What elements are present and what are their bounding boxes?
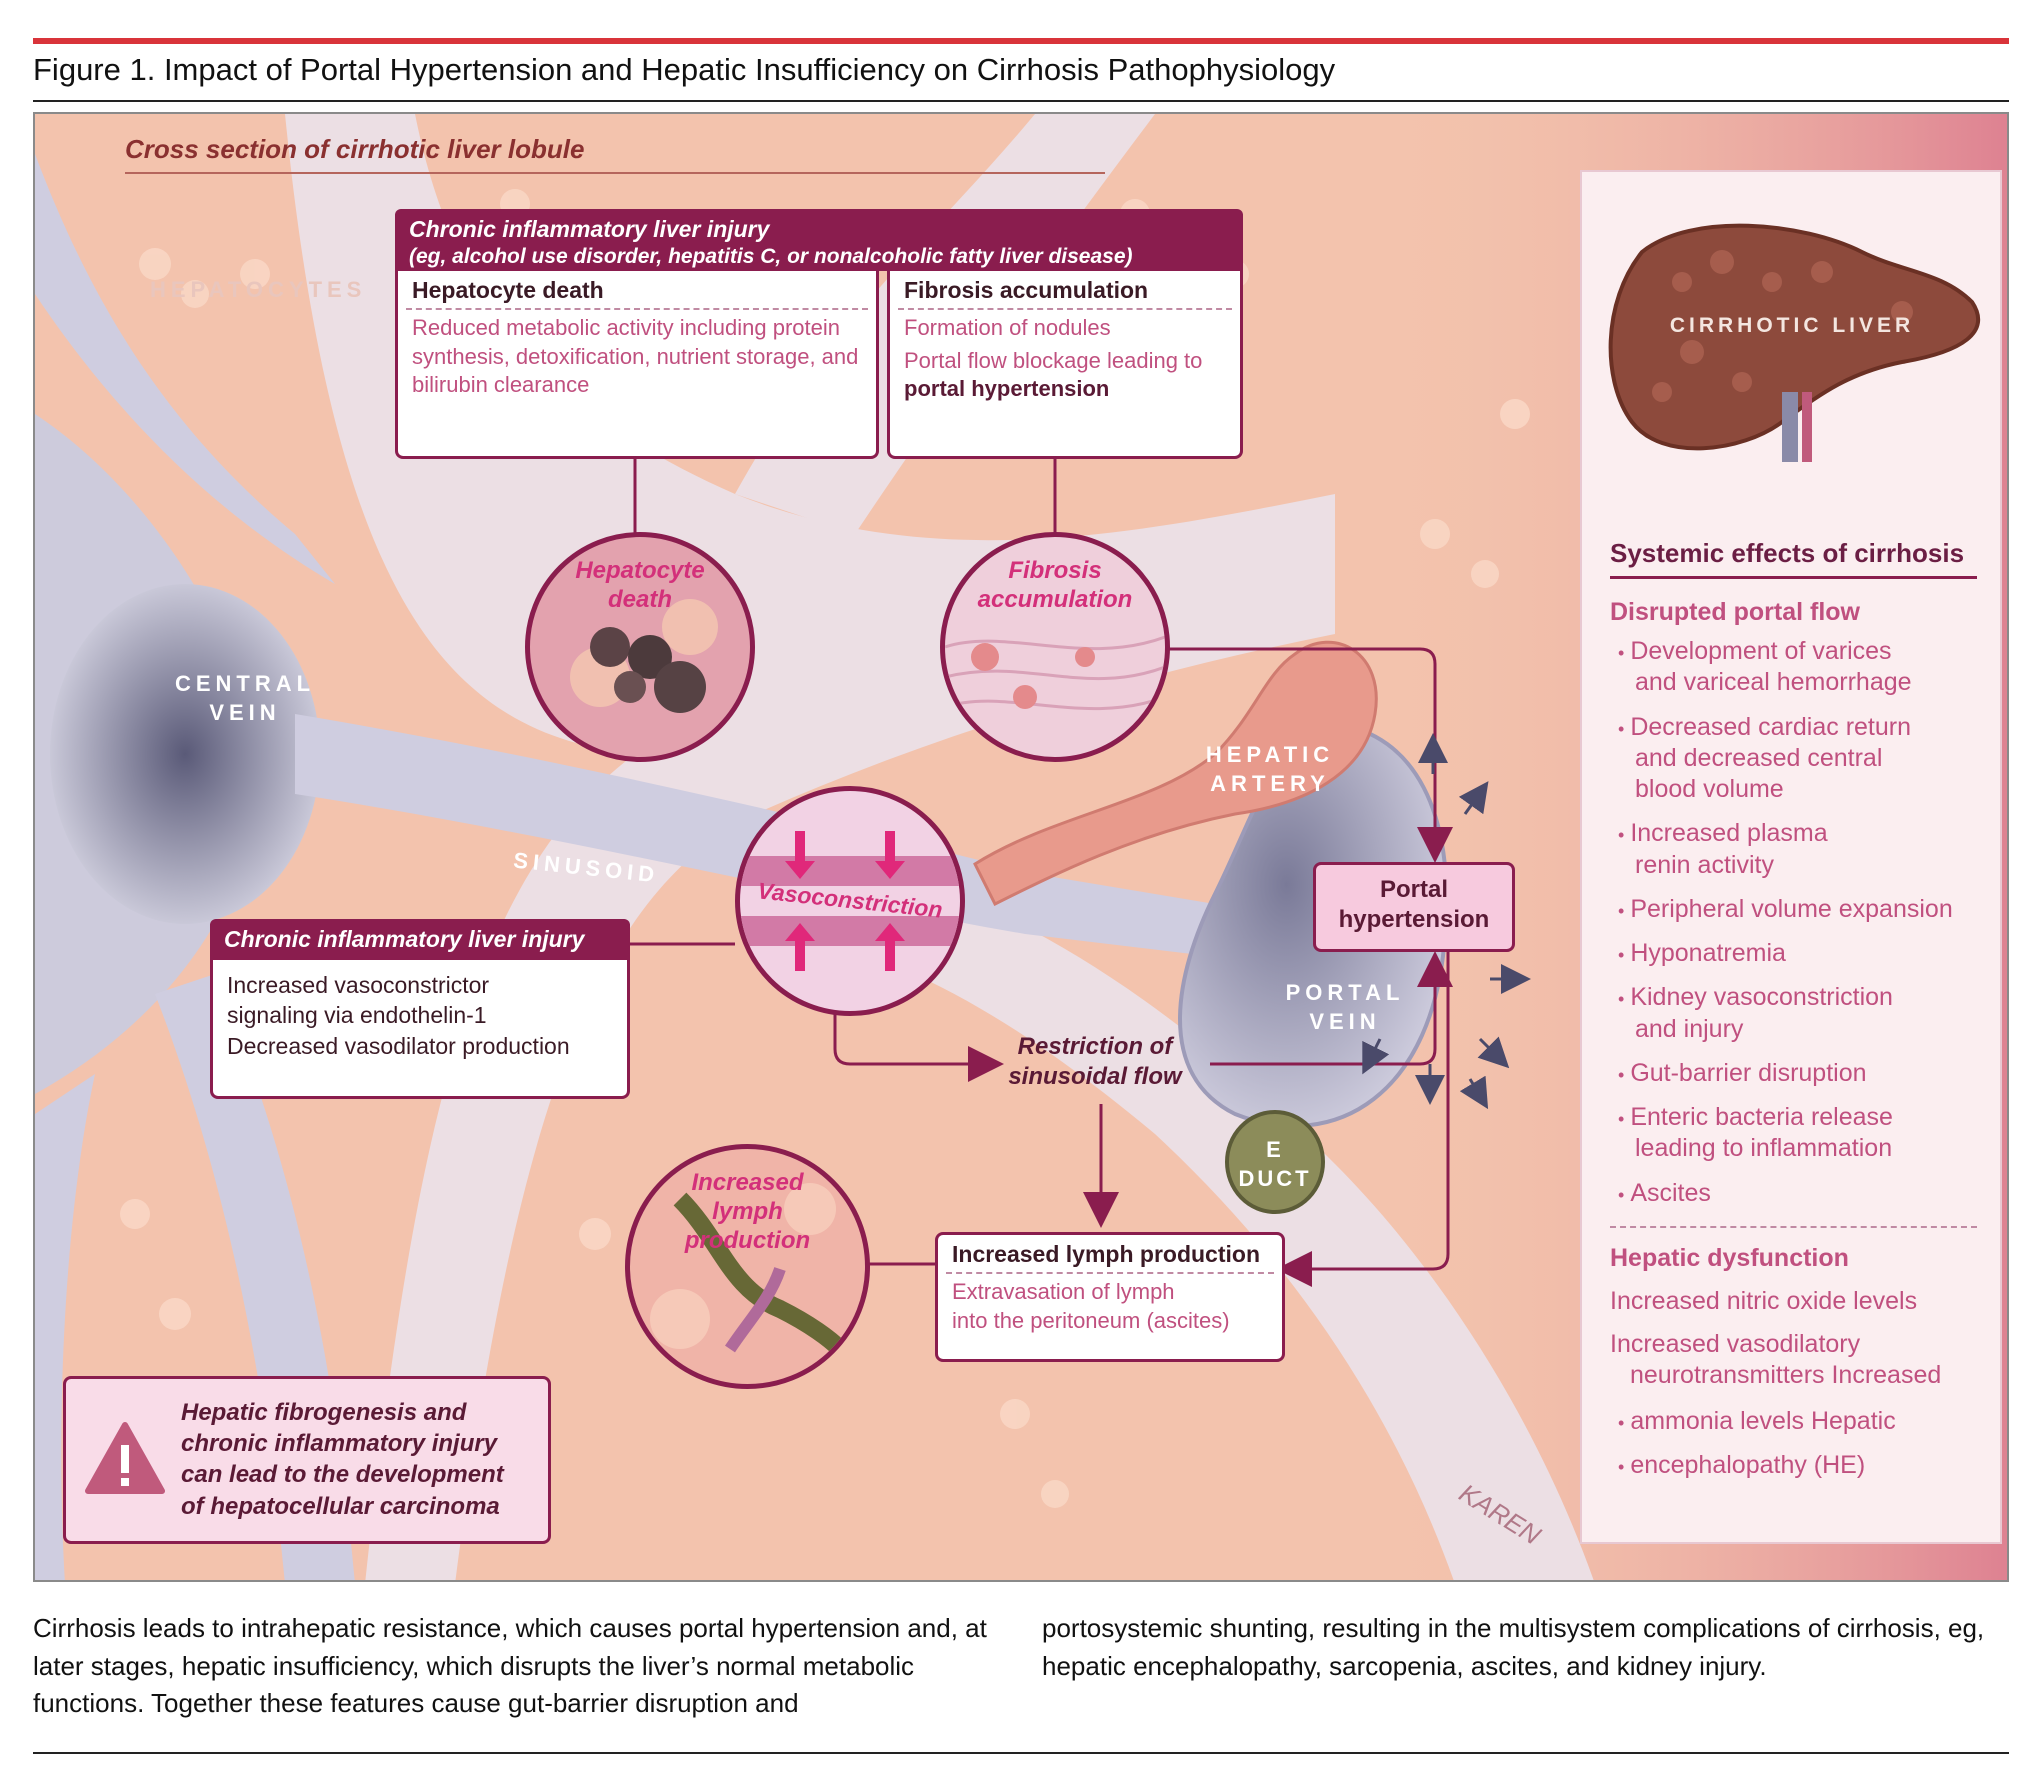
dying-cells-illustration — [570, 599, 718, 713]
cirrhotic-liver-label: CIRRHOTIC LIVER — [1669, 314, 1915, 337]
bullet-icon: • — [1618, 1064, 1625, 1085]
portal-effect-item: •Development of varices and variceal hemo… — [1618, 636, 1988, 699]
systemic-effects-panel: CIRRHOTIC LIVER Systemic effects of cirr… — [1580, 170, 2002, 1544]
injury-box-header: Chronic inflammatory liver injury (eg, a… — [395, 209, 1243, 271]
lymph-production-box: Increased lymph production Extravasation… — [935, 1232, 1285, 1362]
ammonia-item: •ammonia levels Hepatic — [1618, 1407, 1896, 1435]
portal-effect-text: Peripheral volume expansion — [1630, 894, 1953, 923]
portal-effect-item: •Peripheral volume expansion — [1618, 894, 1988, 925]
heading-underline — [1610, 576, 1977, 579]
bullet-icon: • — [1618, 1184, 1625, 1205]
vessel-narrowing-illustration — [740, 831, 960, 971]
vasoconstrictor-box-heading: Chronic inflammatory liver injury — [210, 919, 630, 960]
divider — [946, 1272, 1274, 1274]
portal-effect-text: Development of varices — [1630, 637, 1892, 665]
portal-effect-item: •Ascites — [1618, 1178, 1988, 1209]
nitric-oxide-text: Increased nitric oxide levels — [1610, 1287, 1918, 1315]
restriction-label: Restriction of sinusoidal flow — [1008, 1033, 1182, 1090]
portal-effect-text: Increased plasma — [1630, 819, 1828, 848]
portal-effect-text: blood volume — [1635, 775, 1784, 803]
bullet-icon: • — [1618, 643, 1625, 663]
illustration-panel: Cross section of cirrhotic liver lobule … — [33, 112, 2009, 1582]
portal-effect-text: Enteric bacteria release — [1630, 1103, 1893, 1131]
injury-heading: Chronic inflammatory liver injury — [409, 216, 770, 242]
disrupted-portal-flow-heading: Disrupted portal flow — [1610, 598, 1860, 626]
title-rule — [33, 38, 2009, 44]
fibrosis-illustration — [945, 635, 1165, 711]
central-vein-label: CENTRAL VEIN — [174, 671, 316, 725]
lymph-production-title: Increased lymph production — [952, 1241, 1260, 1267]
portal-effect-text: renin activity — [1635, 850, 1774, 879]
divider — [898, 308, 1232, 310]
portal-effect-item: •Hyponatremia — [1618, 938, 1988, 969]
flow-arrows — [625, 454, 1531, 1287]
cirrhotic-liver-illustration — [1608, 223, 1980, 462]
portal-effect-text: Ascites — [1630, 1178, 1711, 1207]
carcinoma-warning-text: Hepatic fibrogenesis and chronic inflamm… — [181, 1399, 504, 1520]
portal-effect-text: Gut-barrier disruption — [1630, 1058, 1867, 1087]
divider — [406, 308, 868, 310]
section-divider — [1610, 1226, 1977, 1228]
portal-effect-text: Kidney vasoconstriction — [1630, 983, 1893, 1012]
vasodilatory-text: Increased vasodilatory neurotransmitters… — [1610, 1330, 1942, 1390]
cross-section-underline — [125, 172, 1105, 174]
fibrosis-card: Fibrosis accumulation Formation of nodul… — [887, 271, 1243, 459]
bullet-icon: • — [1618, 825, 1625, 846]
bullet-icon: • — [1618, 945, 1625, 965]
title-underline — [33, 100, 2009, 102]
injury-box: Chronic inflammatory liver injury (eg, a… — [395, 209, 1243, 459]
injury-examples: (eg, alcohol use disorder, hepatitis C, … — [409, 244, 1133, 268]
fibrosis-nodules-text: Formation of nodules — [904, 315, 1111, 340]
warning-triangle-icon — [85, 1422, 165, 1494]
lymph-illustration — [650, 1183, 847, 1356]
portal-effect-text: Decreased cardiac return — [1630, 712, 1912, 741]
portal-effect-text: leading to inflammation — [1635, 1134, 1893, 1163]
portal-effect-text: and variceal hemorrhage — [1635, 668, 1912, 697]
cross-section-label: Cross section of cirrhotic liver lobule — [125, 134, 585, 164]
portal-effect-item: •Enteric bacteria release leading to infl… — [1618, 1102, 1988, 1165]
bullet-icon: • — [1618, 989, 1625, 1010]
portal-effect-item: •Gut-barrier disruption — [1618, 1058, 1988, 1089]
bullet-icon: • — [1618, 718, 1625, 739]
encephalopathy-item: •encephalopathy (HE) — [1618, 1451, 1866, 1479]
vasoconstrictor-box: Chronic inflammatory liver injury Increa… — [210, 919, 630, 1099]
vasoconstriction-circle: Vasoconstriction — [735, 786, 965, 1016]
lymph-production-text: Extravasation of lymph into the peritone… — [952, 1279, 1230, 1333]
figure-title: Figure 1. Impact of Portal Hypertension … — [33, 52, 1336, 87]
caption-right: portosystemic shunting, resulting in the… — [1042, 1613, 1985, 1681]
hepatocyte-death-title: Hepatocyte death — [412, 277, 604, 303]
bullet-icon: • — [1618, 900, 1625, 921]
bottom-rule — [33, 1752, 2009, 1754]
fibrosis-portal-text: Portal flow blockage leading to portal h… — [904, 347, 1203, 402]
portal-hypertension-box: Portal hypertension — [1313, 862, 1515, 952]
portal-effect-text: Hyponatremia — [1630, 939, 1786, 967]
hepatic-dysfunction-heading: Hepatic dysfunction — [1610, 1244, 1849, 1272]
carcinoma-warning-box: Hepatic fibrogenesis and chronic inflamm… — [63, 1376, 551, 1544]
hepatocyte-death-text: Reduced metabolic activity including pro… — [412, 315, 859, 398]
hepatocyte-death-card: Hepatocyte death Reduced metabolic activ… — [395, 271, 879, 459]
caption-left: Cirrhosis leads to intrahepatic resistan… — [33, 1613, 987, 1719]
bile-duct-label: E DUCT — [1238, 1137, 1312, 1191]
vasoconstrictor-box-body: Increased vasoconstrictor signaling via … — [227, 971, 570, 1059]
portal-vein-label: PORTAL VEIN — [1285, 980, 1405, 1034]
hepatic-artery-label: HEPATIC ARTERY — [1205, 742, 1335, 796]
fibrosis-title: Fibrosis accumulation — [904, 277, 1149, 303]
bullet-icon: • — [1618, 1109, 1625, 1129]
portal-effect-text: and decreased central — [1635, 743, 1883, 772]
hepatocytes-label: HEPATOCYTES — [150, 277, 367, 302]
portal-effect-text: and injury — [1635, 1014, 1744, 1043]
systemic-effects-heading: Systemic effects of cirrhosis — [1610, 538, 1965, 568]
